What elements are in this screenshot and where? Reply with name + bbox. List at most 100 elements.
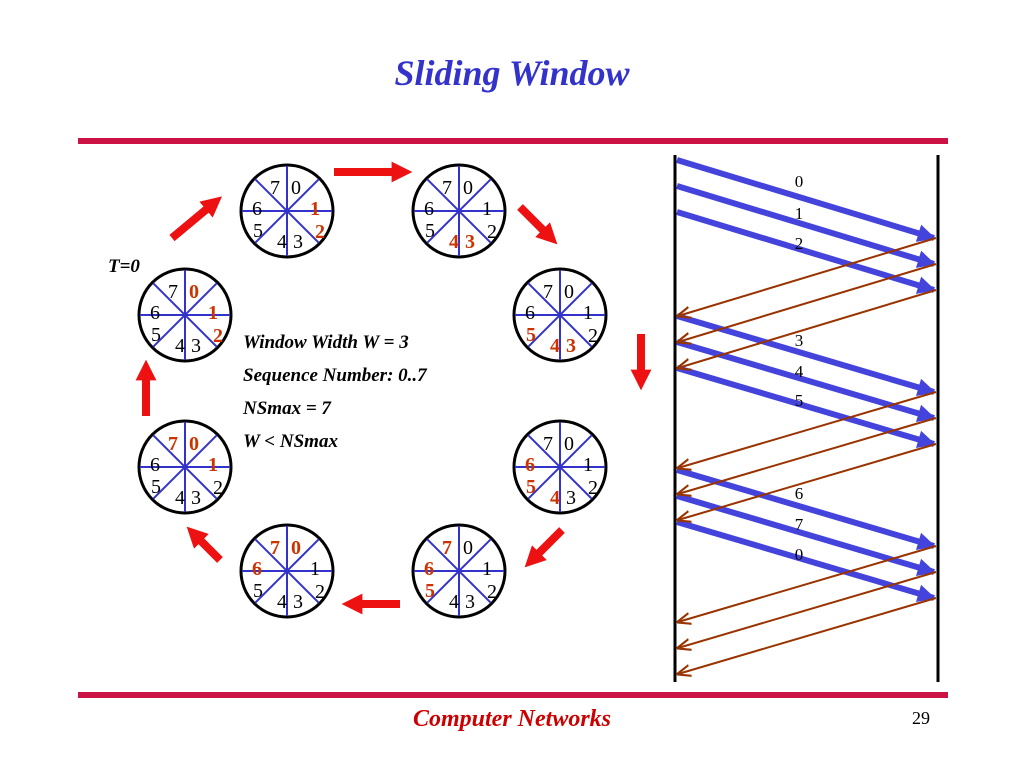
sequence-digit: 3	[566, 335, 576, 357]
sequence-digit: 3	[293, 591, 303, 613]
sequence-digit: 2	[487, 221, 497, 243]
frame-sequence-label: 7	[795, 515, 804, 534]
sequence-digit: 7	[442, 177, 452, 199]
ack-arrow	[678, 545, 937, 622]
sequence-digit: 0	[463, 177, 473, 199]
sequence-digit: 0	[463, 537, 473, 559]
state-transition-arrow	[524, 527, 565, 568]
ack-arrow	[678, 263, 937, 342]
sequence-digit: 6	[424, 198, 434, 220]
sequence-digit: 2	[588, 325, 598, 347]
sequence-digit: 4	[550, 335, 560, 357]
sequence-digit: 6	[525, 302, 535, 324]
footer-title: Computer Networks	[412, 706, 612, 732]
sequence-digit: 6	[525, 454, 535, 476]
frame-sequence-label: 2	[795, 234, 804, 253]
sequence-digit: 0	[291, 537, 301, 559]
ack-arrow	[678, 443, 937, 520]
frame-sequence-label: 6	[795, 484, 804, 503]
sequence-digit: 2	[213, 477, 223, 499]
sequence-digit: 5	[526, 324, 536, 346]
wheel-spoke	[152, 282, 218, 348]
ack-arrow	[678, 597, 937, 674]
data-frame-arrow	[676, 157, 936, 242]
ack-arrow	[678, 289, 937, 368]
ack-arrow	[678, 237, 937, 316]
frame-sequence-label: 5	[795, 391, 804, 410]
sequence-digit: 4	[277, 231, 287, 253]
wheel-spoke	[426, 178, 492, 244]
sequence-digit: 4	[175, 487, 185, 509]
sequence-digit: 1	[583, 454, 593, 476]
sequence-digit: 0	[564, 281, 574, 303]
sequence-digit: 0	[189, 281, 199, 303]
sequence-digit: 3	[191, 335, 201, 357]
sequence-digit: 3	[293, 231, 303, 253]
wheel-spoke	[254, 178, 320, 244]
sequence-digit: 6	[150, 302, 160, 324]
wheel-spoke	[152, 434, 218, 500]
wheel-spoke	[527, 282, 593, 348]
w-less-nsmax-text: W < NSmax	[243, 431, 338, 452]
sequence-digit: 0	[291, 177, 301, 199]
sequence-digit: 5	[526, 476, 536, 498]
sequence-digit: 3	[566, 487, 576, 509]
top-divider	[78, 138, 948, 144]
wheel-spoke	[527, 434, 593, 500]
sequence-digit: 7	[543, 281, 553, 303]
frame-sequence-label: 4	[795, 362, 804, 381]
window-width-text: Window Width W = 3	[243, 332, 409, 353]
sequence-digit: 7	[270, 537, 280, 559]
sequence-digit: 6	[252, 198, 262, 220]
sequence-digit: 4	[550, 487, 560, 509]
sequence-digit: 0	[564, 433, 574, 455]
state-transition-arrow	[186, 526, 223, 563]
sequence-digit: 7	[168, 433, 178, 455]
sequence-digit: 5	[253, 220, 263, 242]
sequence-digit: 3	[465, 591, 475, 613]
sequence-digit: 2	[315, 221, 325, 243]
sequence-digit: 5	[151, 476, 161, 498]
sequence-digit: 5	[253, 580, 263, 602]
sequence-digit: 5	[151, 324, 161, 346]
wheel-spoke	[254, 538, 320, 604]
sequence-digit: 4	[277, 591, 287, 613]
sequence-digit: 7	[270, 177, 280, 199]
bottom-divider	[78, 692, 948, 698]
ack-arrow	[678, 571, 937, 648]
sequence-digit: 3	[191, 487, 201, 509]
frame-sequence-label: 0	[795, 172, 804, 191]
state-transition-arrow	[517, 204, 558, 245]
sequence-digit: 1	[482, 558, 492, 580]
sequence-digit: 6	[150, 454, 160, 476]
sequence-digit: 1	[310, 558, 320, 580]
wheel-spoke	[426, 538, 492, 604]
sequence-digit: 2	[315, 581, 325, 603]
frame-sequence-label: 1	[795, 204, 804, 223]
sequence-digit: 7	[442, 537, 452, 559]
sequence-digit: 1	[482, 198, 492, 220]
sequence-digit: 1	[208, 454, 218, 476]
sequence-digit: 4	[175, 335, 185, 357]
t0-label: T=0	[108, 256, 140, 277]
frame-sequence-label: 3	[795, 331, 804, 350]
sequence-digit: 7	[543, 433, 553, 455]
frame-sequence-label: 0	[795, 545, 804, 564]
sequence-digit: 4	[449, 231, 459, 253]
ack-arrow	[678, 391, 937, 468]
slide-title: Sliding Window	[394, 53, 630, 93]
sequence-digit: 0	[189, 433, 199, 455]
sequence-digit: 5	[425, 580, 435, 602]
nsmax-text: NSmax = 7	[243, 398, 331, 419]
sequence-digit: 6	[252, 558, 262, 580]
sequence-digit: 1	[583, 302, 593, 324]
